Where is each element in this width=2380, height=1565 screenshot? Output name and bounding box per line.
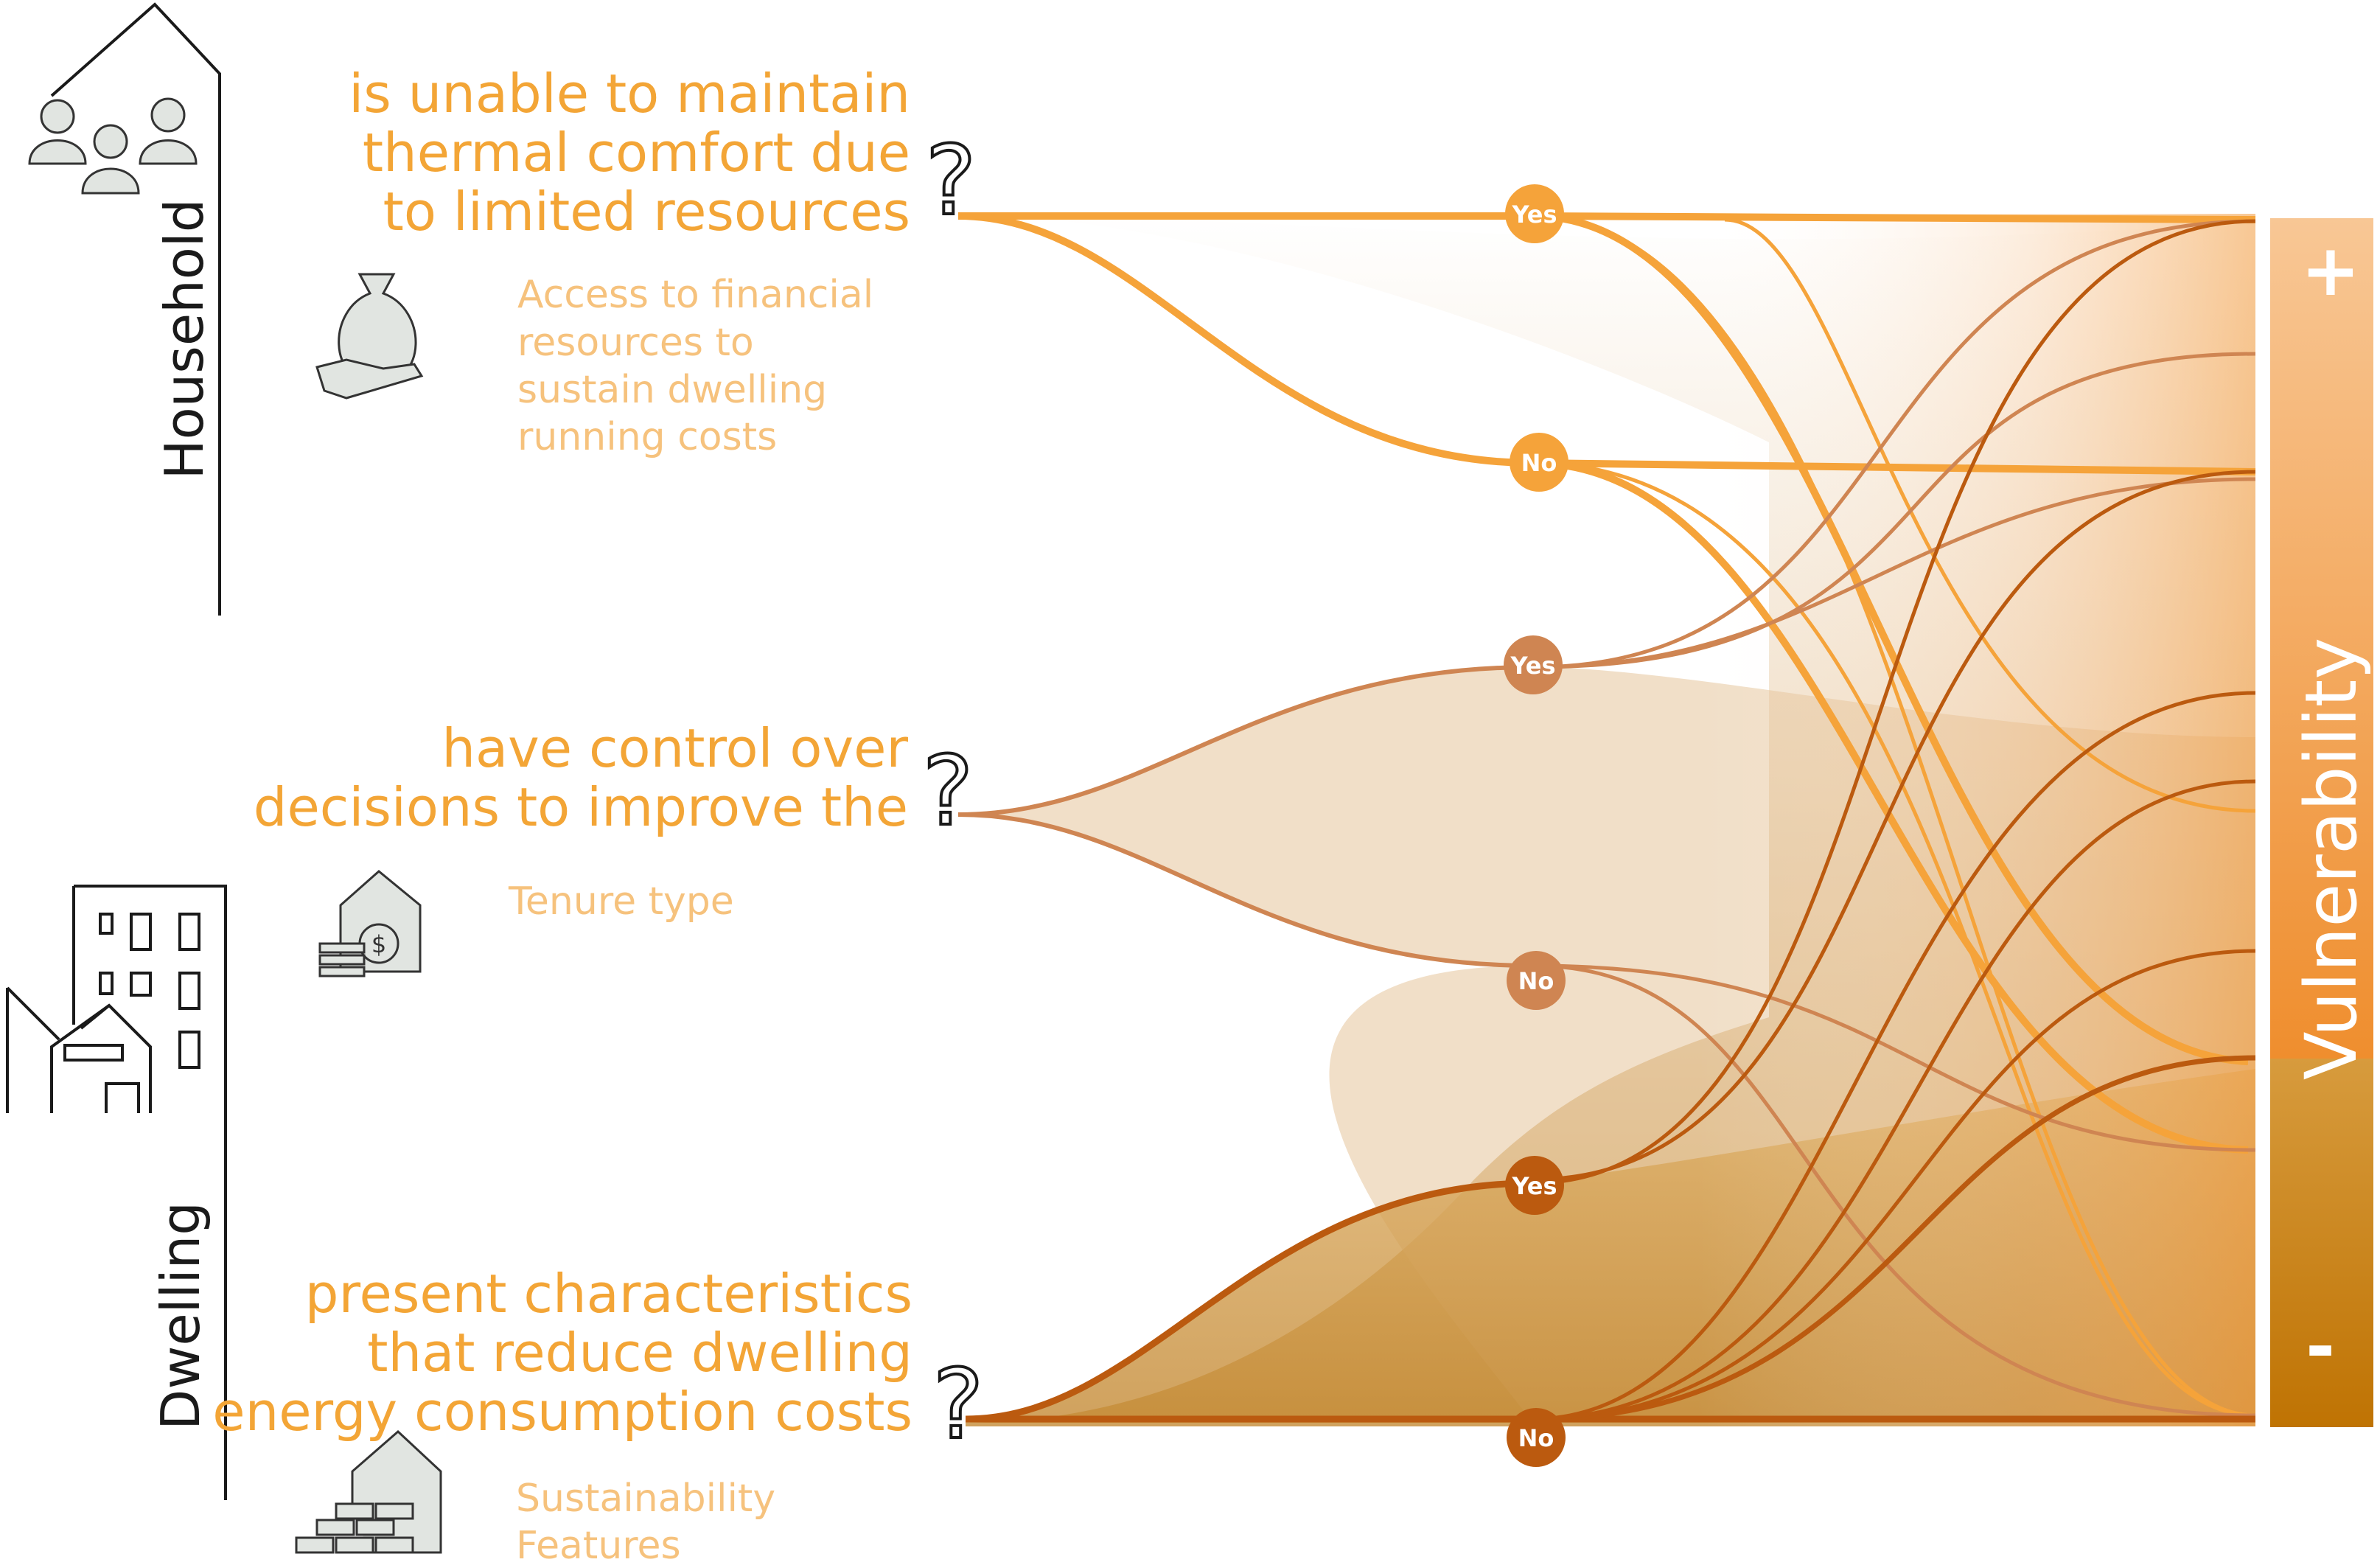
node-q3-no-label: No xyxy=(1518,1424,1554,1452)
question-3-factor-line-1: Sustainability xyxy=(516,1477,775,1521)
question-3: present characteristics that reduce dwel… xyxy=(212,1263,912,1443)
node-q2-yes xyxy=(1504,635,1563,694)
flow-q2-no-b xyxy=(1532,963,2256,1418)
question-3-line-3: energy consumption costs xyxy=(212,1381,912,1443)
house-bricks-icon xyxy=(295,1429,442,1554)
question-1-factor-line-4: running costs xyxy=(517,415,777,459)
question-1-mark: ? xyxy=(926,125,977,237)
flows-q2 xyxy=(957,219,2256,1418)
vulnerability-bar-plus xyxy=(2270,218,2373,1059)
question-1-line-3: to limited resources xyxy=(383,181,910,243)
flow-yes-no xyxy=(1532,212,2249,1065)
flow-no-mid xyxy=(1532,461,2256,1418)
household-label: Household xyxy=(153,198,215,479)
node-q3-yes-label: Yes xyxy=(1512,1172,1557,1200)
nodes: Yes No Yes No Yes No xyxy=(1504,184,1568,1467)
question-1: is unable to maintain thermal comfort du… xyxy=(349,63,910,243)
vulnerability-plus: + xyxy=(2301,229,2360,312)
vulnerability-title: Vulnerability xyxy=(2290,638,2373,1080)
question-3-mark: ? xyxy=(933,1348,984,1460)
flow-q3-yes-b xyxy=(1532,470,2256,1182)
node-q1-yes xyxy=(1505,184,1564,243)
dwelling-buildings-icon xyxy=(6,885,227,1500)
question-2-line-1: have control over xyxy=(442,717,908,779)
flow-q3-no-c xyxy=(1532,1055,2256,1422)
vulnerability-bar-divider xyxy=(2258,214,2270,1427)
node-q1-yes-label: Yes xyxy=(1512,201,1557,229)
question-2-line-2: decisions to improve the xyxy=(254,776,908,838)
flow-q2-yes-low xyxy=(1532,352,2256,669)
node-q2-no-label: No xyxy=(1518,967,1554,995)
question-3-line-2: that reduce dwelling xyxy=(367,1322,912,1384)
node-q1-no xyxy=(1510,433,1568,492)
flow-no-no xyxy=(1532,459,2249,1154)
node-q3-yes xyxy=(1505,1156,1564,1215)
flow-no-yes xyxy=(1532,459,2256,475)
node-q1-no-label: No xyxy=(1521,449,1557,477)
flow-q3-yes-a xyxy=(1532,219,2256,1185)
flow-q3-no-a xyxy=(1532,691,2256,1421)
question-3-factor-line-2: Features xyxy=(516,1524,681,1562)
people-icon xyxy=(28,97,198,195)
question-3-line-1: present characteristics xyxy=(305,1263,912,1325)
question-1-factor-line-3: sustain dwelling xyxy=(517,368,827,412)
flow-yes-low xyxy=(1532,214,2256,1418)
svg-text:$: $ xyxy=(371,930,386,958)
dwelling-label: Dwelling xyxy=(150,1202,212,1430)
node-q2-no xyxy=(1507,951,1566,1010)
flow-q3-no-d xyxy=(1532,779,2256,1421)
flows-q3 xyxy=(965,219,2256,1423)
flow-yes-mid xyxy=(1724,217,2256,813)
question-1-factor-line-2: resources to xyxy=(517,321,754,365)
question-1-factor: Access to financial resources to sustain… xyxy=(517,273,873,459)
question-2-factor: Tenure type xyxy=(508,879,734,924)
flow-q2-yes-plus xyxy=(1532,219,2256,669)
question-2: have control over decisions to improve t… xyxy=(254,717,909,838)
flow-q1-no xyxy=(957,212,1534,467)
vulnerability-bar-minus xyxy=(2270,1059,2373,1427)
flow-bands xyxy=(958,214,2255,1426)
flow-q3-yes xyxy=(965,1179,1534,1423)
house-dollar-icon: $ xyxy=(318,870,422,977)
money-bag-hand-icon xyxy=(315,273,424,400)
household-section xyxy=(50,2,221,616)
vulnerability-minus: - xyxy=(2306,1306,2335,1388)
vulnerability-bar: Vulnerability + - xyxy=(2258,214,2373,1427)
household-house-outline xyxy=(50,2,221,616)
question-1-line-1: is unable to maintain xyxy=(349,63,910,125)
flow-q2-no xyxy=(957,812,1534,968)
question-1-factor-line-1: Access to financial xyxy=(517,273,873,317)
node-q2-yes-label: Yes xyxy=(1510,652,1556,680)
flow-q2-no-a xyxy=(1532,963,2256,1152)
question-2-mark: ? xyxy=(923,735,974,847)
node-q3-no xyxy=(1507,1408,1566,1467)
flow-yes-yes xyxy=(1532,212,2256,223)
question-3-factor: Sustainability Features xyxy=(516,1477,775,1565)
flow-q2-yes xyxy=(957,665,1534,817)
question-1-line-2: thermal comfort due xyxy=(363,122,910,184)
flows-q1 xyxy=(957,212,2256,1418)
flow-q3-no-b xyxy=(1532,949,2256,1421)
